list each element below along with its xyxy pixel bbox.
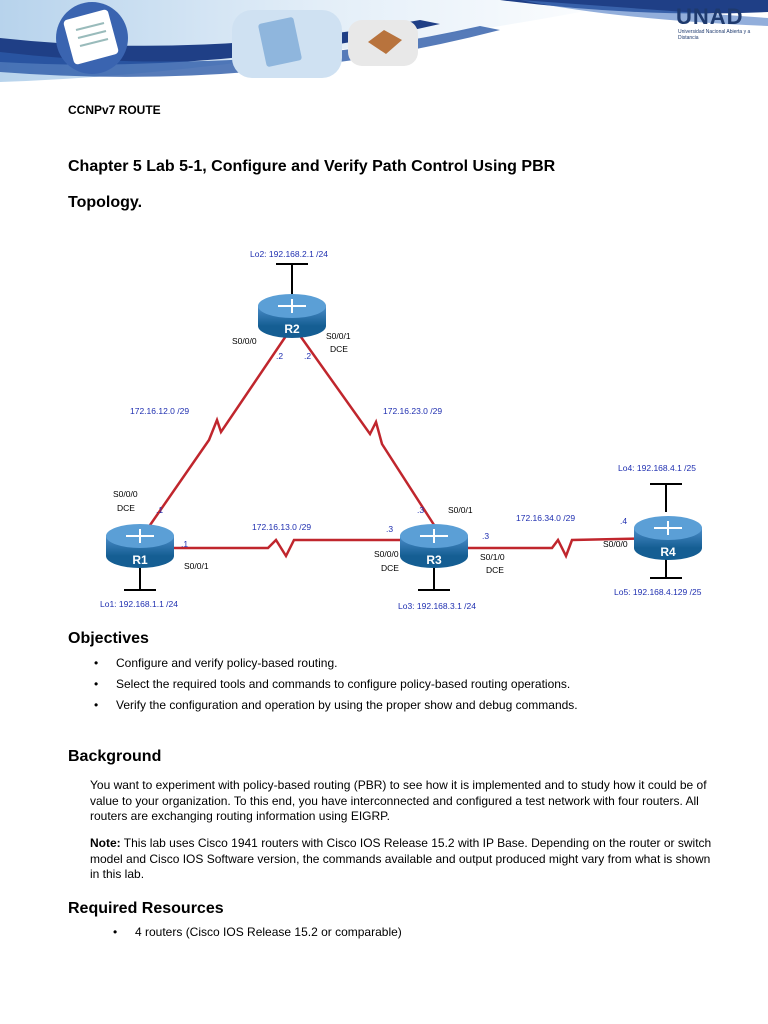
link-r3-r4 [440, 536, 669, 560]
router-r2: R2 [258, 294, 326, 338]
router-r4: R4 [634, 516, 702, 560]
label-r3-dce-left: DCE [381, 563, 399, 573]
label-r1-dot-top: .1 [156, 505, 163, 515]
label-r3-dot-left: .3 [386, 524, 393, 534]
page-title: Chapter 5 Lab 5-1, Configure and Verify … [68, 158, 556, 175]
label-lo1: Lo1: 192.168.1.1 /24 [100, 599, 178, 609]
unad-logo: UNAD Universidad Nacional Abierta y a Di… [676, 4, 762, 48]
router-r1-label: R1 [132, 553, 148, 567]
label-lo3: Lo3: 192.168.3.1 /24 [398, 601, 476, 611]
label-r1-s001: S0/0/1 [184, 561, 209, 571]
note-paragraph: Note: This lab uses Cisco 1941 routers w… [90, 836, 720, 883]
label-r3-dot-right: .3 [482, 531, 489, 541]
label-r3-dot-top: .3 [417, 505, 424, 515]
label-lo2: Lo2: 192.168.2.1 /24 [250, 249, 328, 259]
label-r4-s000: S0/0/0 [603, 539, 628, 549]
label-r2-s001: S0/0/1 [326, 331, 351, 341]
label-net-34: 172.16.34.0 /29 [516, 513, 575, 523]
router-r3-label: R3 [426, 553, 442, 567]
label-r3-s001: S0/0/1 [448, 505, 473, 515]
label-r2-dot-left: .2 [276, 351, 283, 361]
resources-heading: Required Resources [68, 900, 224, 917]
label-r3-s000: S0/0/0 [374, 549, 399, 559]
objective-item: Select the required tools and commands t… [94, 677, 570, 691]
label-r1-dot-right: .1 [181, 539, 188, 549]
course-name: CCNPv7 ROUTE [68, 103, 161, 117]
link-r1-r3 [148, 538, 430, 559]
label-net-13: 172.16.13.0 /29 [252, 522, 311, 532]
objective-item: Configure and verify policy-based routin… [94, 656, 338, 670]
label-r2-dot-right: .2 [304, 351, 311, 361]
objective-item: Verify the configuration and operation b… [94, 698, 578, 712]
clipboard-icon [232, 10, 342, 78]
label-r1-s000: S0/0/0 [113, 489, 138, 499]
label-r2-s000: S0/0/0 [232, 336, 257, 346]
router-r1: R1 [106, 524, 174, 568]
label-net-12: 172.16.12.0 /29 [130, 406, 189, 416]
router-r4-label: R4 [660, 545, 676, 559]
header-banner [0, 0, 768, 90]
label-r3-s010: S0/1/0 [480, 552, 505, 562]
notepad-icon [56, 2, 128, 74]
label-net-23: 172.16.23.0 /29 [383, 406, 442, 416]
label-r1-dce: DCE [117, 503, 135, 513]
label-lo4: Lo4: 192.168.4.1 /25 [618, 463, 696, 473]
link-r2-r3 [294, 329, 438, 529]
topology-heading: Topology. [68, 194, 143, 211]
background-heading: Background [68, 748, 162, 765]
label-r3-dce-right: DCE [486, 565, 504, 575]
logo-subtitle: Universidad Nacional Abierta y a Distanc… [678, 29, 751, 41]
background-paragraph: You want to experiment with policy-based… [90, 778, 707, 823]
label-r2-dce: DCE [330, 344, 348, 354]
resource-item: 4 routers (Cisco IOS Release 15.2 or com… [113, 925, 402, 939]
note-text: This lab uses Cisco 1941 routers with Ci… [90, 836, 712, 881]
topology-diagram: R2 R1 R3 R4 Lo2: 192.168.2.1 /24 S0/0/0 … [100, 249, 702, 611]
label-r4-dot: .4 [620, 516, 627, 526]
router-r3: R3 [400, 524, 468, 568]
router-r2-label: R2 [284, 322, 300, 336]
label-lo5: Lo5: 192.168.4.129 /25 [614, 587, 702, 597]
objectives-heading: Objectives [68, 630, 149, 647]
package-icon [348, 20, 418, 66]
note-label: Note: [90, 836, 121, 850]
logo-text: UNAD [676, 4, 744, 29]
link-r1-r2 [146, 329, 292, 529]
